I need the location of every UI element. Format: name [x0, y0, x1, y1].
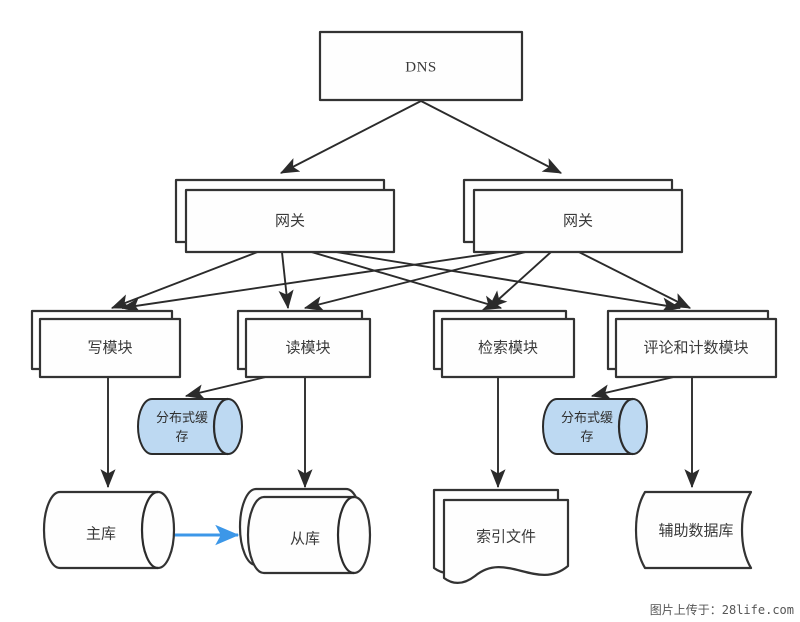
node-cache-right-label-line1: 分布式缓 [561, 410, 613, 425]
node-read-module[interactable]: 读模块 [236, 309, 372, 379]
edge-read-module-to-cache-left [184, 375, 271, 400]
edge-gwleft-to-search-module [280, 242, 503, 311]
node-cache-left-label-line1: 分布式缓 [156, 410, 208, 425]
node-cache-left-label-line2: 存 [175, 429, 188, 444]
edge-comment-module-to-cache-right [590, 375, 679, 400]
node-gateway-left[interactable]: 网关 [174, 178, 396, 254]
node-slave-db-label: 从库 [290, 530, 320, 547]
node-search-module-label: 检索模块 [478, 339, 538, 356]
node-cache-right[interactable]: 分布式缓 存 [542, 397, 648, 456]
node-gateway-left-label: 网关 [275, 212, 305, 229]
edge-dns-to-gateway-left [279, 100, 422, 174]
node-aux-db-label: 辅助数据库 [658, 522, 733, 539]
node-gateway-right[interactable]: 网关 [462, 178, 684, 254]
node-slave-db[interactable]: 从库 [238, 487, 372, 575]
edge-gwright-to-search-module [488, 242, 562, 309]
node-comment-module-label: 评论和计数模块 [643, 339, 748, 356]
node-cache-left[interactable]: 分布式缓 存 [137, 397, 243, 456]
node-read-module-label: 读模块 [285, 339, 330, 356]
watermark-text: 图片上传于：28life.com [649, 603, 794, 617]
node-cache-right-label-line2: 存 [580, 429, 593, 444]
node-write-module-label: 写模块 [87, 339, 132, 356]
node-aux-db[interactable]: 辅助数据库 [634, 490, 753, 570]
node-master-db-label: 主库 [86, 525, 116, 542]
edge-gwleft-to-write-module [110, 242, 282, 309]
node-comment-module[interactable]: 评论和计数模块 [606, 309, 778, 379]
edge-dns-to-gateway-right [420, 100, 563, 174]
edge-gwleft-to-read-module [278, 242, 294, 310]
node-dns-label: DNS [405, 59, 437, 75]
node-master-db[interactable]: 主库 [42, 490, 176, 570]
edge-layer [100, 100, 700, 546]
node-write-module[interactable]: 写模块 [30, 309, 182, 379]
node-index-file-label: 索引文件 [476, 528, 536, 545]
edge-gwright-to-write-module [120, 242, 562, 313]
edge-gwleft-to-comment-module [280, 242, 682, 313]
edge-gwright-to-read-module [303, 242, 562, 311]
node-gateway-right-label: 网关 [563, 212, 593, 229]
node-index-file[interactable]: 索引文件 [432, 488, 570, 585]
edge-gwright-to-comment-module [560, 242, 692, 309]
node-search-module[interactable]: 检索模块 [432, 309, 576, 379]
node-dns[interactable]: DNS [318, 30, 524, 102]
